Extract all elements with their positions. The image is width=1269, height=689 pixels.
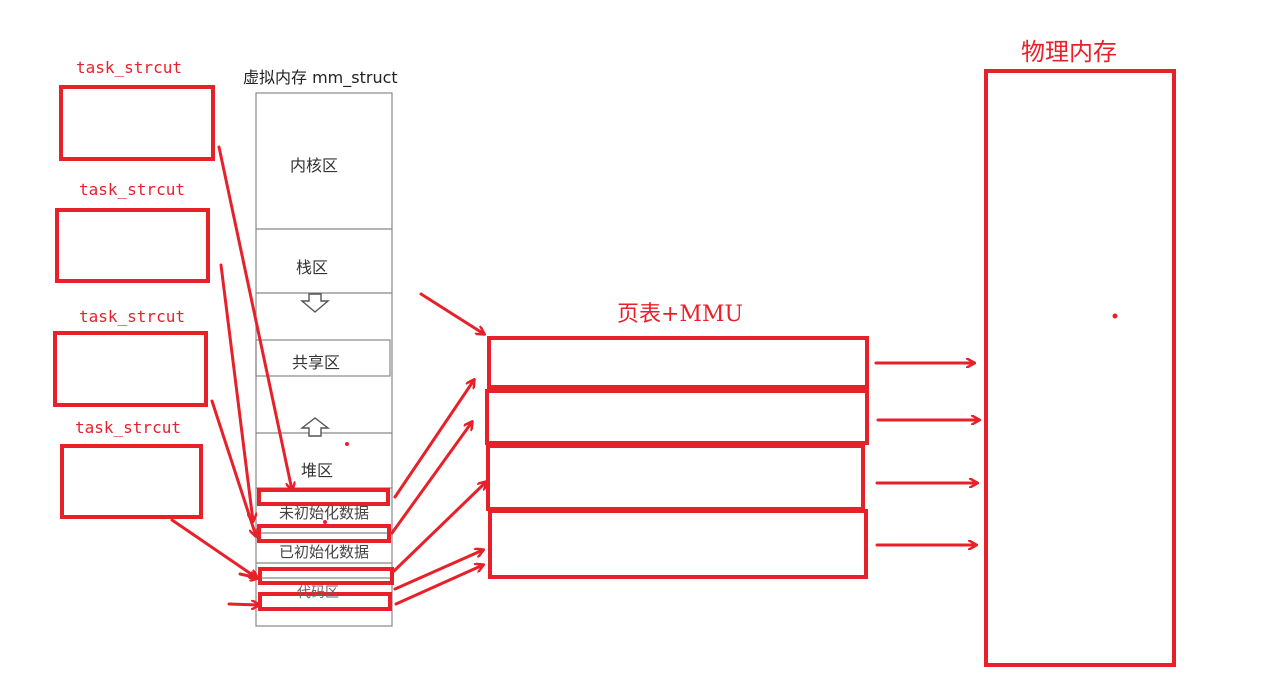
- task-box-1: [59, 85, 215, 161]
- page-table-row-3: [486, 444, 865, 511]
- bss-highlight-box: [257, 488, 390, 506]
- segment-data: 已初始化数据: [278, 543, 370, 561]
- physical-memory-box: [984, 69, 1176, 667]
- segment-kernel: 内核区: [289, 156, 339, 175]
- task-box-4: [60, 444, 203, 519]
- heap-dot: [345, 442, 349, 446]
- page-table-to-physical-arrows: [874, 363, 979, 545]
- segment-bss: 未初始化数据: [278, 504, 370, 522]
- task-label-3: task_strcut: [79, 307, 185, 326]
- task-box-2: [55, 208, 210, 283]
- task-to-vm-arrows: [170, 145, 292, 605]
- segment-heap: 堆区: [300, 461, 334, 480]
- physical-memory-title: 物理内存: [1021, 38, 1117, 66]
- task-label-4: task_strcut: [75, 418, 181, 437]
- segment-shared: 共享区: [291, 353, 341, 372]
- page-table-row-1: [487, 336, 869, 389]
- heap-grow-up-icon: [299, 417, 331, 437]
- bss-dot: [323, 520, 327, 524]
- task-label-2: task_strcut: [79, 180, 185, 199]
- vm-to-page-table-arrows: [390, 292, 486, 606]
- page-table-row-2: [485, 389, 869, 445]
- physical-memory-dot: [1112, 313, 1118, 319]
- page-table-title: 页表+MMU: [617, 302, 744, 327]
- text-highlight-box-1: [258, 567, 394, 585]
- page-table-row-4: [488, 509, 868, 579]
- segment-stack: 栈区: [295, 258, 329, 277]
- virtual-memory-title: 虚拟内存 mm_struct: [243, 68, 398, 87]
- segment-text: 代码区: [297, 585, 339, 601]
- task-label-1: task_strcut: [76, 58, 182, 77]
- stack-grow-down-icon: [300, 293, 330, 313]
- task-box-3: [53, 331, 208, 407]
